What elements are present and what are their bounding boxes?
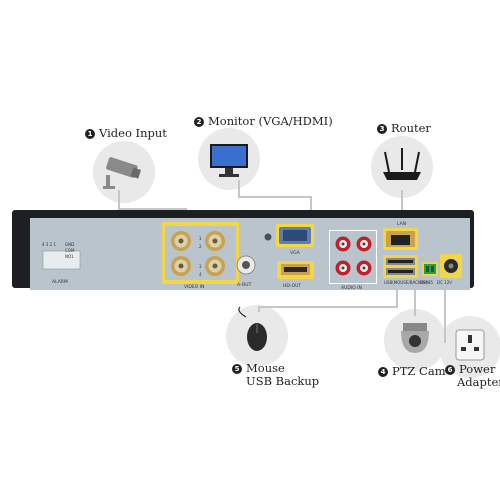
svg-text:LAN: LAN <box>397 221 406 227</box>
svg-text:1: 1 <box>199 236 202 241</box>
svg-text:DC 12V: DC 12V <box>437 280 452 285</box>
svg-text:VIDEO IN: VIDEO IN <box>184 284 204 290</box>
mouse-connector-line-3 <box>396 288 398 308</box>
router-connector-line <box>401 190 403 222</box>
router-icon-bg <box>371 136 433 198</box>
video-input-icon-bg <box>93 141 155 203</box>
monitor-icon-bg <box>198 128 260 190</box>
svg-text:2: 2 <box>199 244 202 249</box>
svg-text:3: 3 <box>199 264 202 269</box>
svg-text:ALARM: ALARM <box>52 279 68 285</box>
video-connector-line-2 <box>118 208 186 210</box>
monitor-icon <box>210 144 248 177</box>
svg-text:4: 4 <box>199 272 202 277</box>
ptz-icon-bg <box>384 309 446 371</box>
svg-text:AUDIO IN: AUDIO IN <box>341 285 362 291</box>
svg-text:A-OUT: A-OUT <box>237 282 252 288</box>
svg-text:4 3 2 1: 4 3 2 1 <box>42 242 56 247</box>
audio-rca-connectors <box>335 236 372 276</box>
power-plug-icon <box>455 329 485 361</box>
svg-text:NO1: NO1 <box>65 254 74 259</box>
monitor-connector-line-3 <box>310 196 312 220</box>
svg-text:HD-OUT: HD-OUT <box>283 283 301 289</box>
svg-text:VGA: VGA <box>290 250 301 256</box>
svg-text:USB(MOUSE/BACKUP): USB(MOUSE/BACKUP) <box>384 280 428 285</box>
ptz-camera-icon <box>401 323 429 353</box>
cctv-camera-icon <box>103 157 141 189</box>
ptz-connector-line <box>414 288 416 316</box>
svg-text:COM: COM <box>65 248 75 253</box>
mouse-connector-line-2 <box>258 306 397 308</box>
router-icon <box>383 148 421 180</box>
svg-text:GND: GND <box>65 242 74 247</box>
svg-text:RS485: RS485 <box>420 280 433 285</box>
mouse-connector-line <box>258 306 260 312</box>
mouse-icon <box>238 306 267 351</box>
bnc-connectors <box>171 231 225 276</box>
monitor-connector-line-2 <box>238 196 311 198</box>
mouse-icon-bg <box>226 305 288 367</box>
power-connector-line <box>444 278 446 343</box>
video-connector-line <box>118 190 120 209</box>
monitor-connector-line <box>238 180 240 197</box>
